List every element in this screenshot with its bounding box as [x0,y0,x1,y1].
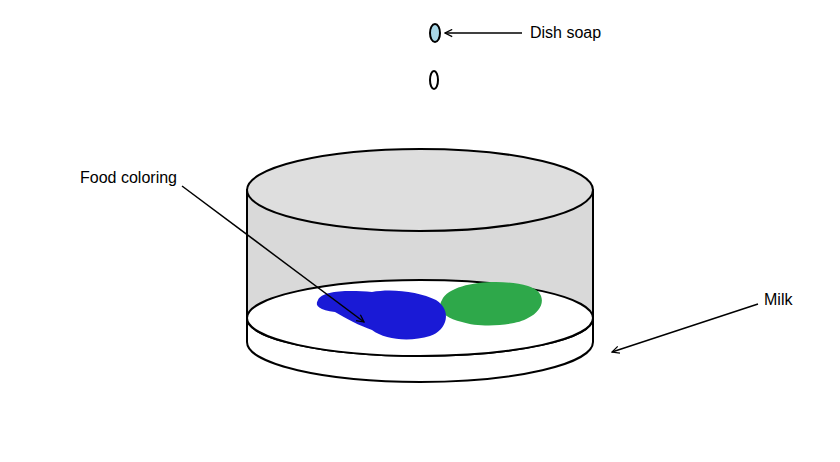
leader-arrow [182,186,364,322]
milk-surface [247,280,593,356]
callout-label: Food coloring [80,168,177,187]
green-coloring [440,282,542,325]
blue-coloring [317,290,446,339]
soap-drop [430,24,440,42]
leader-arrow [612,304,758,352]
leader-arrow [445,32,522,34]
callout-label: Dish soap [530,23,601,42]
soap-drop [430,71,438,89]
dish-rim [247,149,593,231]
callout-label: Milk [764,290,792,309]
